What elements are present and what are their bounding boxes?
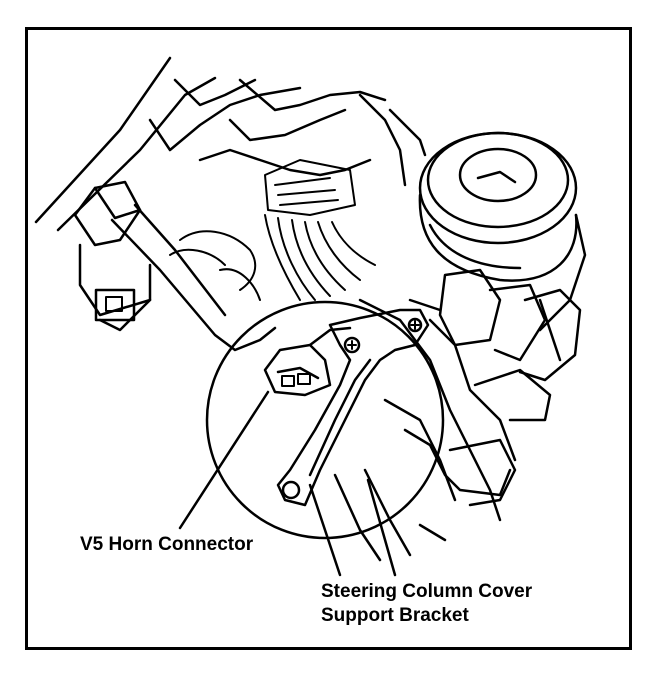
illustration-frame	[25, 27, 632, 650]
lock-cylinder	[418, 131, 587, 332]
wiring-harness	[169, 159, 376, 301]
horn-connector-label: V5 Horn Connector	[80, 534, 254, 555]
support-bracket-label-line2: Support Bracket	[321, 605, 469, 626]
lower-column	[333, 298, 517, 562]
support-bracket-label: Steering Column Cover Support Bracket	[321, 580, 532, 628]
detail-circle	[205, 300, 445, 540]
leader-lines	[178, 390, 397, 577]
right-switch-assembly	[408, 268, 582, 462]
support-bracket	[276, 308, 430, 507]
left-clamp	[73, 180, 277, 352]
horn-connector	[263, 326, 352, 397]
dash-housing	[34, 56, 427, 232]
support-bracket-label-line1: Steering Column Cover	[321, 581, 533, 602]
